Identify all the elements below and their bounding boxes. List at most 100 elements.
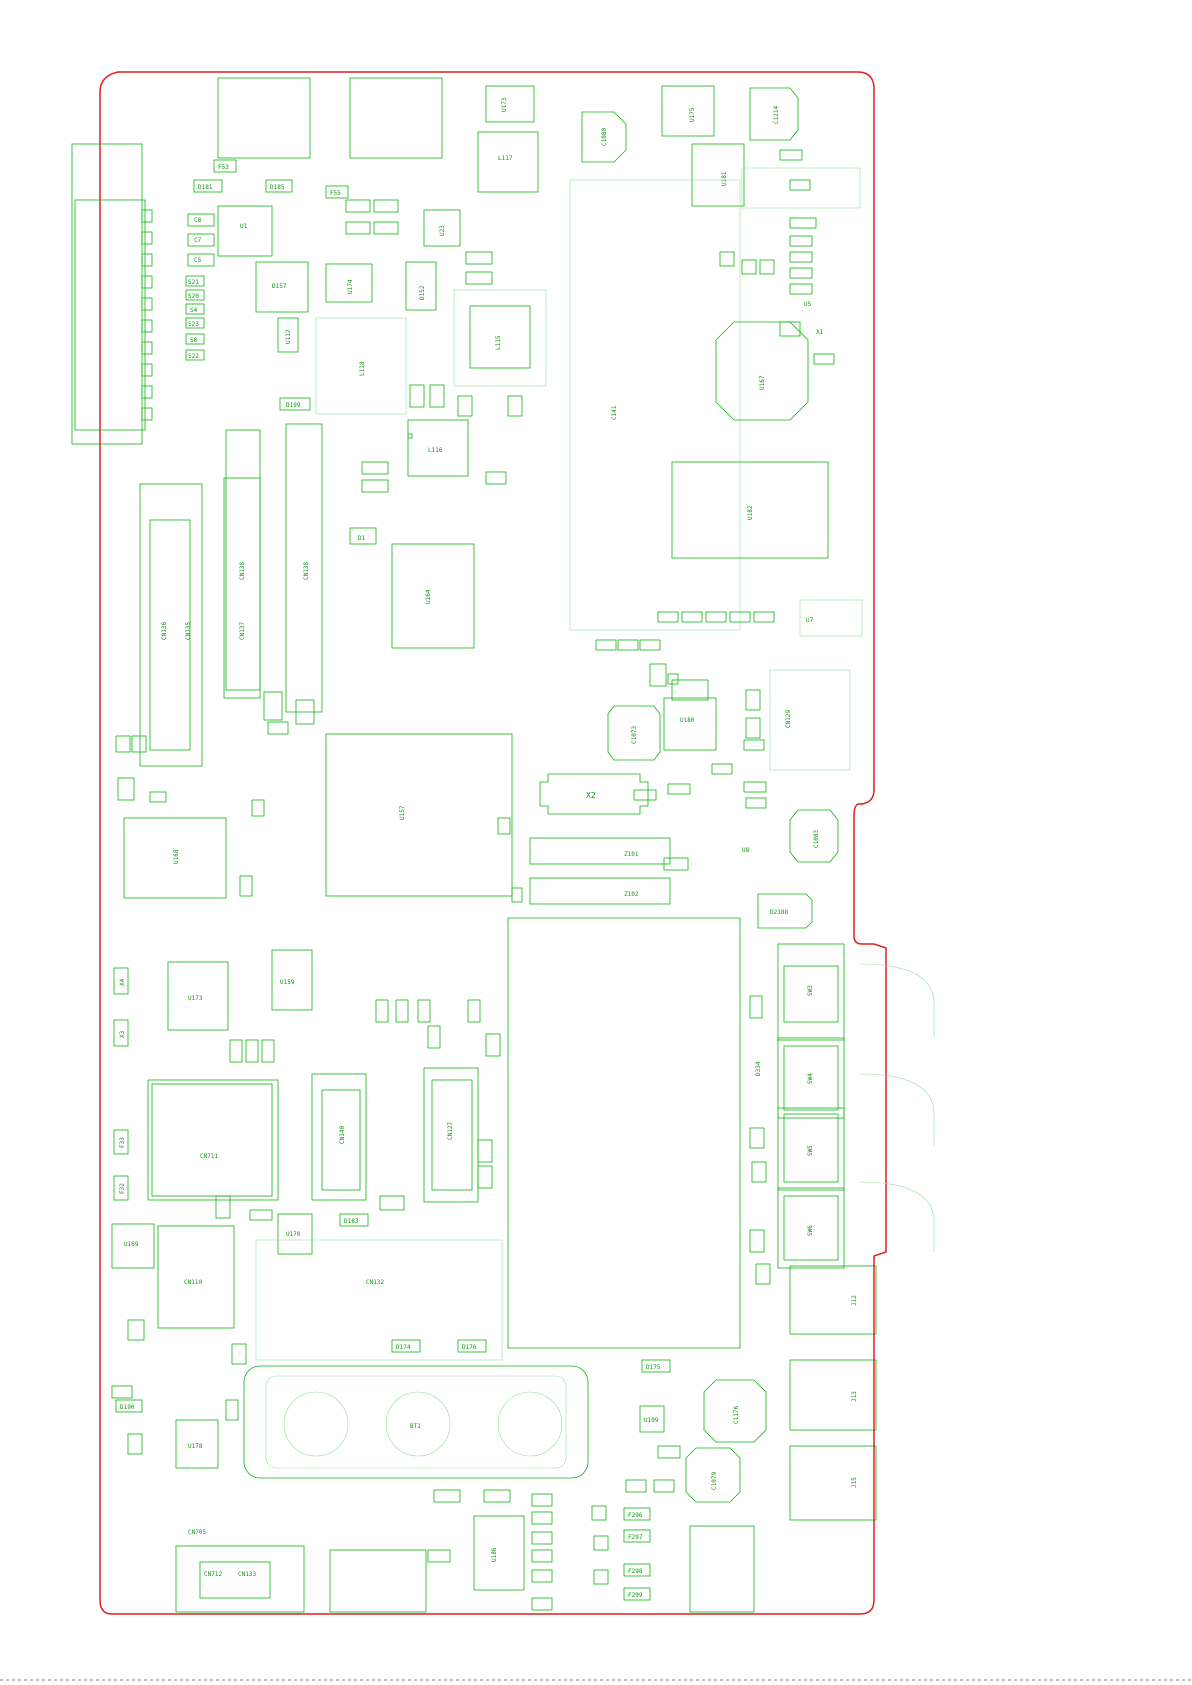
c1073-label: C1073: [631, 726, 638, 744]
s23-pad: [185, 317, 205, 329]
s20-pad: [185, 289, 205, 301]
c8-pad: [187, 213, 215, 227]
u23-label: U23: [439, 225, 446, 236]
j12-label: J12: [851, 1295, 858, 1306]
s20-label: S20: [188, 293, 199, 300]
u23-box: [423, 209, 461, 247]
bt1-label: BT1: [410, 1423, 421, 1430]
u112-label: U112: [285, 329, 292, 344]
u159-label: U159: [280, 979, 295, 986]
c1176-box: [703, 1379, 767, 1443]
cn132-label: CN132: [366, 1279, 384, 1286]
f298-pad: [623, 1563, 651, 1577]
cn711-label: CN711: [200, 1153, 218, 1160]
u174-label: U174: [347, 279, 354, 294]
l116-box: [407, 419, 469, 477]
u157-box: [325, 733, 513, 897]
u167-label: U167: [759, 375, 766, 390]
j15-box: [789, 1445, 877, 1521]
d175-pad: [641, 1359, 671, 1373]
bt1-pad-left: [283, 1391, 349, 1457]
cn127-label: CN127: [447, 1122, 454, 1140]
s23-label: S23: [188, 321, 199, 328]
cn135-label: CN135: [185, 622, 192, 640]
j12-box: [789, 1265, 877, 1335]
d176-label: D176: [462, 1344, 477, 1351]
board-edge-outline: [99, 71, 887, 1615]
d190-pad: [115, 1399, 143, 1413]
s22-label: S22: [188, 353, 199, 360]
cn129-box: [769, 669, 851, 771]
s22-pad: [185, 349, 205, 361]
d175-label: D175: [646, 1364, 661, 1371]
cn110-label: CN110: [184, 1279, 202, 1286]
z101-box: [529, 837, 671, 865]
u173-top-label: U173: [501, 97, 508, 112]
u7-label: U7: [806, 617, 814, 624]
sw5-inner: [783, 1113, 839, 1183]
z102-box: [529, 877, 671, 905]
row-parts-below-u182: [595, 599, 863, 651]
cn140-box: [311, 1073, 367, 1201]
s4-pad: [185, 303, 205, 315]
c1079-box: [685, 1447, 741, 1503]
f53-label: F53: [218, 164, 229, 171]
d185-pad: [265, 179, 293, 193]
f299-pad: [623, 1587, 651, 1601]
sw-caps-outline: [859, 963, 935, 1252]
x4-label: X4: [119, 978, 126, 986]
c1080-box: [581, 111, 627, 163]
sw5-label: SW5: [807, 1145, 814, 1156]
d152-box: [405, 261, 437, 311]
left-connector-pins: [141, 209, 153, 421]
d181-pad: [193, 179, 223, 193]
c1214-box: [749, 87, 799, 141]
d183-pad: [339, 1213, 369, 1227]
d174-label: D174: [396, 1344, 411, 1351]
d199-pad: [279, 397, 311, 411]
u168-label: U168: [173, 849, 180, 864]
u181-tab: [741, 167, 861, 209]
d183-label: D183: [344, 1218, 359, 1225]
d185-label: D185: [270, 184, 285, 191]
c5-label: C5: [194, 257, 202, 264]
u169-label: U169: [124, 1241, 139, 1248]
top-connector-left: [217, 77, 311, 159]
c141-label: C141: [611, 405, 618, 420]
cn132-region: [255, 1239, 503, 1361]
u5-label: U5: [804, 301, 812, 308]
u168-box: [123, 817, 227, 899]
f33-pad: [113, 1129, 129, 1155]
cn711-box: [147, 1079, 279, 1201]
d174-pad: [391, 1339, 421, 1353]
f32-pad: [113, 1175, 129, 1201]
u178-box: [175, 1419, 219, 1469]
sw6-label: SW6: [807, 1225, 814, 1236]
j13-box: [789, 1359, 877, 1431]
u175-label: U175: [689, 107, 696, 122]
j15-label: J15: [851, 1477, 858, 1488]
s21-label: S21: [188, 279, 199, 286]
cn137-label: CN137: [239, 622, 246, 640]
u112-box: [277, 317, 299, 353]
cn705-label: CN705: [188, 1529, 206, 1536]
cn712-inner: [199, 1561, 271, 1599]
d157-box: [255, 261, 309, 313]
cn129-label: CN129: [785, 710, 792, 728]
c141-region: [569, 179, 741, 631]
s8-label: S8: [190, 337, 198, 344]
u175-box: [661, 85, 715, 137]
top-connector-right: [349, 77, 443, 159]
u157-label: U157: [399, 805, 406, 820]
l115-box: [469, 305, 531, 369]
u8-label: U8: [742, 847, 750, 854]
u174-box: [325, 263, 373, 303]
bt1-pad-right: [497, 1391, 563, 1457]
f298-label: F298: [628, 1568, 643, 1575]
cn136-outer: [139, 483, 203, 767]
c1080-label: C1080: [601, 128, 608, 146]
c8-label: C8: [194, 217, 202, 224]
c5-pad: [187, 253, 215, 267]
sw6-inner: [783, 1195, 839, 1261]
f53-pad: [213, 159, 237, 173]
